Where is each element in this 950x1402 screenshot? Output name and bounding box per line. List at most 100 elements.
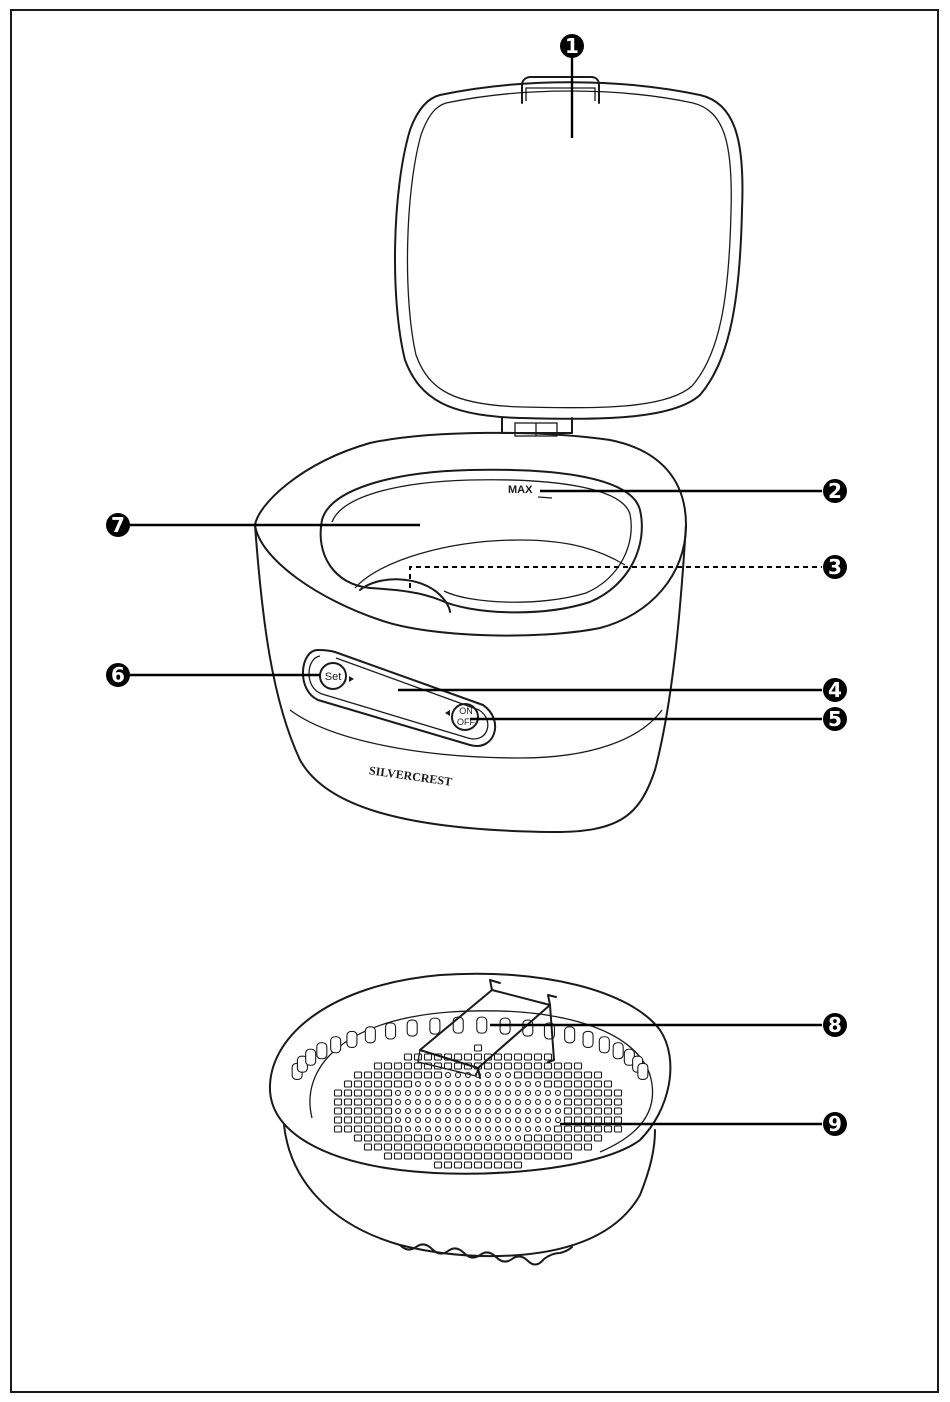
- perforation-hole: [435, 1153, 442, 1159]
- perforation-hole: [496, 1091, 501, 1096]
- perforation-hole: [535, 1144, 542, 1150]
- perforation-hole: [335, 1126, 342, 1132]
- perforation-hole: [425, 1144, 432, 1150]
- perforation-hole: [416, 1091, 421, 1096]
- perforation-hole: [556, 1109, 561, 1114]
- perforation-hole: [385, 1153, 392, 1159]
- perforation-hole: [506, 1082, 511, 1087]
- perforation-hole: [355, 1108, 362, 1114]
- set-button-label: Set: [325, 671, 342, 683]
- perforation-hole: [365, 1117, 372, 1123]
- perforation-hole: [385, 1117, 392, 1123]
- rim-slot: [331, 1037, 341, 1053]
- perforation-hole: [375, 1090, 382, 1096]
- perforation-hole: [526, 1118, 531, 1123]
- perforation-hole: [446, 1100, 451, 1105]
- perforation-hole: [556, 1100, 561, 1105]
- perforation-hole: [435, 1162, 442, 1168]
- perforation-hole: [406, 1091, 411, 1096]
- perforation-hole: [516, 1091, 521, 1096]
- perforation-hole: [515, 1144, 522, 1150]
- perforation-hole: [486, 1136, 491, 1141]
- callout-3: 3: [823, 555, 847, 579]
- perforation-hole: [505, 1153, 512, 1159]
- perforation-hole: [525, 1063, 532, 1069]
- perforation-hole: [416, 1118, 421, 1123]
- perforation-hole: [555, 1153, 562, 1159]
- perforation-hole: [425, 1135, 432, 1141]
- perforation-hole: [495, 1054, 502, 1060]
- perforation-hole: [476, 1118, 481, 1123]
- perforation-hole: [575, 1144, 582, 1150]
- perforation-hole: [506, 1091, 511, 1096]
- perforation-hole: [546, 1091, 551, 1096]
- perforation-hole: [345, 1081, 352, 1087]
- perforation-hole: [385, 1108, 392, 1114]
- perforation-hole: [486, 1073, 491, 1078]
- perforation-hole: [536, 1091, 541, 1096]
- perforation-hole: [395, 1153, 402, 1159]
- perforation-hole: [525, 1144, 532, 1150]
- perforation-hole: [385, 1063, 392, 1069]
- perforation-hole: [605, 1108, 612, 1114]
- rim-slot: [365, 1027, 375, 1043]
- perforation-hole: [585, 1135, 592, 1141]
- perforation-hole: [395, 1135, 402, 1141]
- perforation-hole: [385, 1126, 392, 1132]
- perforation-hole: [496, 1073, 501, 1078]
- perforation-hole: [595, 1090, 602, 1096]
- perforation-hole: [425, 1054, 432, 1060]
- perforation-hole: [525, 1135, 532, 1141]
- perforation-hole: [495, 1153, 502, 1159]
- svg-text:5: 5: [828, 707, 842, 731]
- perforation-hole: [416, 1082, 421, 1087]
- perforation-hole: [595, 1072, 602, 1078]
- perforation-hole: [385, 1072, 392, 1078]
- perforation-hole: [406, 1127, 411, 1132]
- cleaning-basket: [270, 974, 670, 1265]
- perforation-hole: [405, 1135, 412, 1141]
- perforation-hole: [475, 1153, 482, 1159]
- perforation-hole: [395, 1063, 402, 1069]
- perforation-hole: [545, 1072, 552, 1078]
- perforation-hole: [426, 1091, 431, 1096]
- perforation-hole: [516, 1127, 521, 1132]
- perforation-hole: [476, 1100, 481, 1105]
- perforation-hole: [615, 1099, 622, 1105]
- perforation-hole: [456, 1073, 461, 1078]
- perforation-hole: [456, 1091, 461, 1096]
- perforation-hole: [345, 1108, 352, 1114]
- perforation-hole: [595, 1081, 602, 1087]
- perforation-hole: [475, 1045, 482, 1051]
- perforation-hole: [446, 1109, 451, 1114]
- callout-8: 8: [823, 1013, 847, 1037]
- perforation-hole: [506, 1127, 511, 1132]
- svg-text:9: 9: [828, 1112, 842, 1136]
- perforation-hole: [545, 1135, 552, 1141]
- perforation-hole: [405, 1081, 412, 1087]
- perforation-hole: [506, 1118, 511, 1123]
- perforation-hole: [575, 1072, 582, 1078]
- perforation-hole: [516, 1109, 521, 1114]
- perforation-hole: [385, 1135, 392, 1141]
- perforation-hole: [585, 1081, 592, 1087]
- perforation-hole: [436, 1100, 441, 1105]
- perforation-hole: [575, 1063, 582, 1069]
- perforation-hole: [495, 1144, 502, 1150]
- perforation-hole: [585, 1144, 592, 1150]
- perforation-hole: [615, 1117, 622, 1123]
- perforation-hole: [476, 1091, 481, 1096]
- perforation-hole: [436, 1136, 441, 1141]
- perforation-hole: [545, 1144, 552, 1150]
- perforation-hole: [575, 1108, 582, 1114]
- perforation-hole: [425, 1072, 432, 1078]
- perforation-hole: [365, 1099, 372, 1105]
- callout-9: 9: [823, 1112, 847, 1136]
- perforation-hole: [355, 1135, 362, 1141]
- perforation-hole: [396, 1118, 401, 1123]
- perforation-hole: [516, 1082, 521, 1087]
- perforation-hole: [446, 1073, 451, 1078]
- perforation-hole: [486, 1118, 491, 1123]
- perforation-hole: [486, 1100, 491, 1105]
- callout-6: 6: [106, 663, 130, 687]
